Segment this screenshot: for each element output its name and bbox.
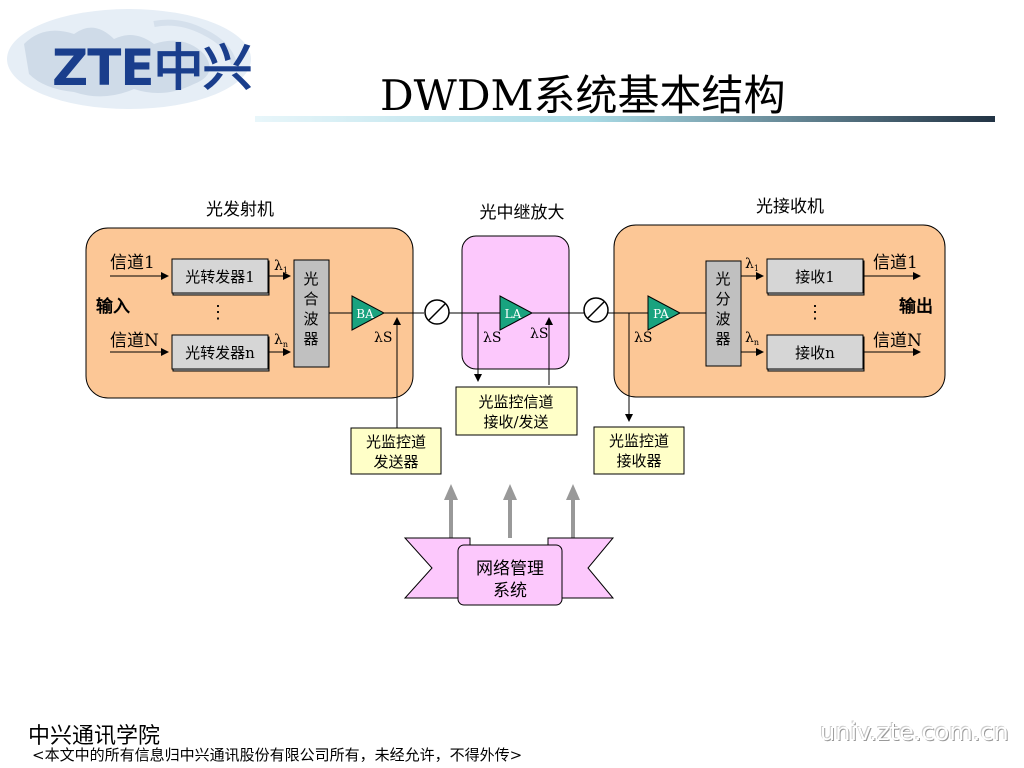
tx-dots: ⋮ <box>209 302 227 323</box>
zte-logo: ZTE中兴 <box>52 39 253 97</box>
rx-channel-1-label: 信道1 <box>873 253 918 273</box>
rx-lambda-n: λn <box>745 330 759 347</box>
la-label: LA <box>505 307 522 321</box>
osc-transmitter-line1: 光监控道 <box>366 433 426 451</box>
nms-box <box>457 544 563 606</box>
mux-char-3: 波 <box>303 310 318 328</box>
nms-line1: 网络管理 <box>476 559 544 579</box>
rx-lambda-1: λ1 <box>745 256 759 273</box>
osc-receiver-line2: 接收器 <box>616 452 661 470</box>
la-lambda-s-left: λS <box>483 330 501 346</box>
demux-char-3: 波 <box>715 310 730 328</box>
osc-receiver-line1: 光监控道 <box>609 432 669 450</box>
pre-amplifier <box>647 295 682 331</box>
receiver-title: 光接收机 <box>756 197 824 217</box>
osc-transmitter-line2: 发送器 <box>373 453 418 471</box>
fiber-span-2-slash <box>587 301 605 319</box>
line-amplifier <box>499 295 534 331</box>
osc-transmitter <box>350 427 442 475</box>
site-url: univ.zte.com.cn <box>820 718 1009 746</box>
demux-char-4: 器 <box>715 330 730 348</box>
transponder-n-label: 光转发器n <box>185 344 255 362</box>
ba-label: BA <box>356 307 374 321</box>
tx-channel-n-label: 信道N <box>110 331 159 351</box>
demux-char-2: 分 <box>715 290 730 308</box>
mux-char-1: 光 <box>303 270 318 288</box>
fiber-span-1-slash <box>428 303 446 321</box>
demux-char-1: 光 <box>715 270 730 288</box>
output-label: 输出 <box>899 296 933 317</box>
receiver-n-label: 接收n <box>795 344 835 362</box>
la-lambda-s-right: λS <box>530 326 548 342</box>
tx-lambda-1: λ1 <box>274 258 288 275</box>
osc-transceiver-line1: 光监控信道 <box>478 393 553 411</box>
mux-char-2: 合 <box>303 290 318 308</box>
osc-transceiver <box>455 386 578 436</box>
tx-lambda-n: λn <box>274 332 288 349</box>
demultiplexer <box>705 260 742 367</box>
repeater-title: 光中继放大 <box>480 203 565 223</box>
repeater-region <box>461 235 570 370</box>
copyright-notice: <本文中的所有信息归中兴通讯股份有限公司所有，未经允许，不得外传> <box>32 746 523 764</box>
input-label: 输入 <box>96 296 130 317</box>
receiver-1-label: 接收1 <box>795 268 835 286</box>
title-underline <box>255 116 995 122</box>
nms-line2: 系统 <box>493 581 527 601</box>
transponder-1 <box>171 258 269 294</box>
transponder-n <box>171 334 269 370</box>
institute-name: 中兴通讯学院 <box>28 724 161 749</box>
pa-label: PA <box>653 307 669 321</box>
rx-channel-n-label: 信道N <box>873 331 922 351</box>
mux-char-4: 器 <box>303 330 318 348</box>
transponder-1-label: 光转发器1 <box>185 268 255 286</box>
rx-lambda-s: λS <box>634 330 652 346</box>
rx-dots: ⋮ <box>806 302 824 323</box>
transmitter-title: 光发射机 <box>206 200 274 220</box>
osc-transceiver-line2: 接收/发送 <box>483 413 548 431</box>
world-map-icon <box>7 9 251 109</box>
tx-channel-1-label: 信道1 <box>110 253 155 273</box>
booster-amplifier <box>351 295 386 331</box>
receiver-1 <box>766 258 864 294</box>
osc-receiver <box>593 426 685 475</box>
page-title: DWDM系统基本结构 <box>380 71 786 120</box>
nms-ribbon-left <box>403 537 471 599</box>
tx-lambda-s: λS <box>374 330 392 346</box>
